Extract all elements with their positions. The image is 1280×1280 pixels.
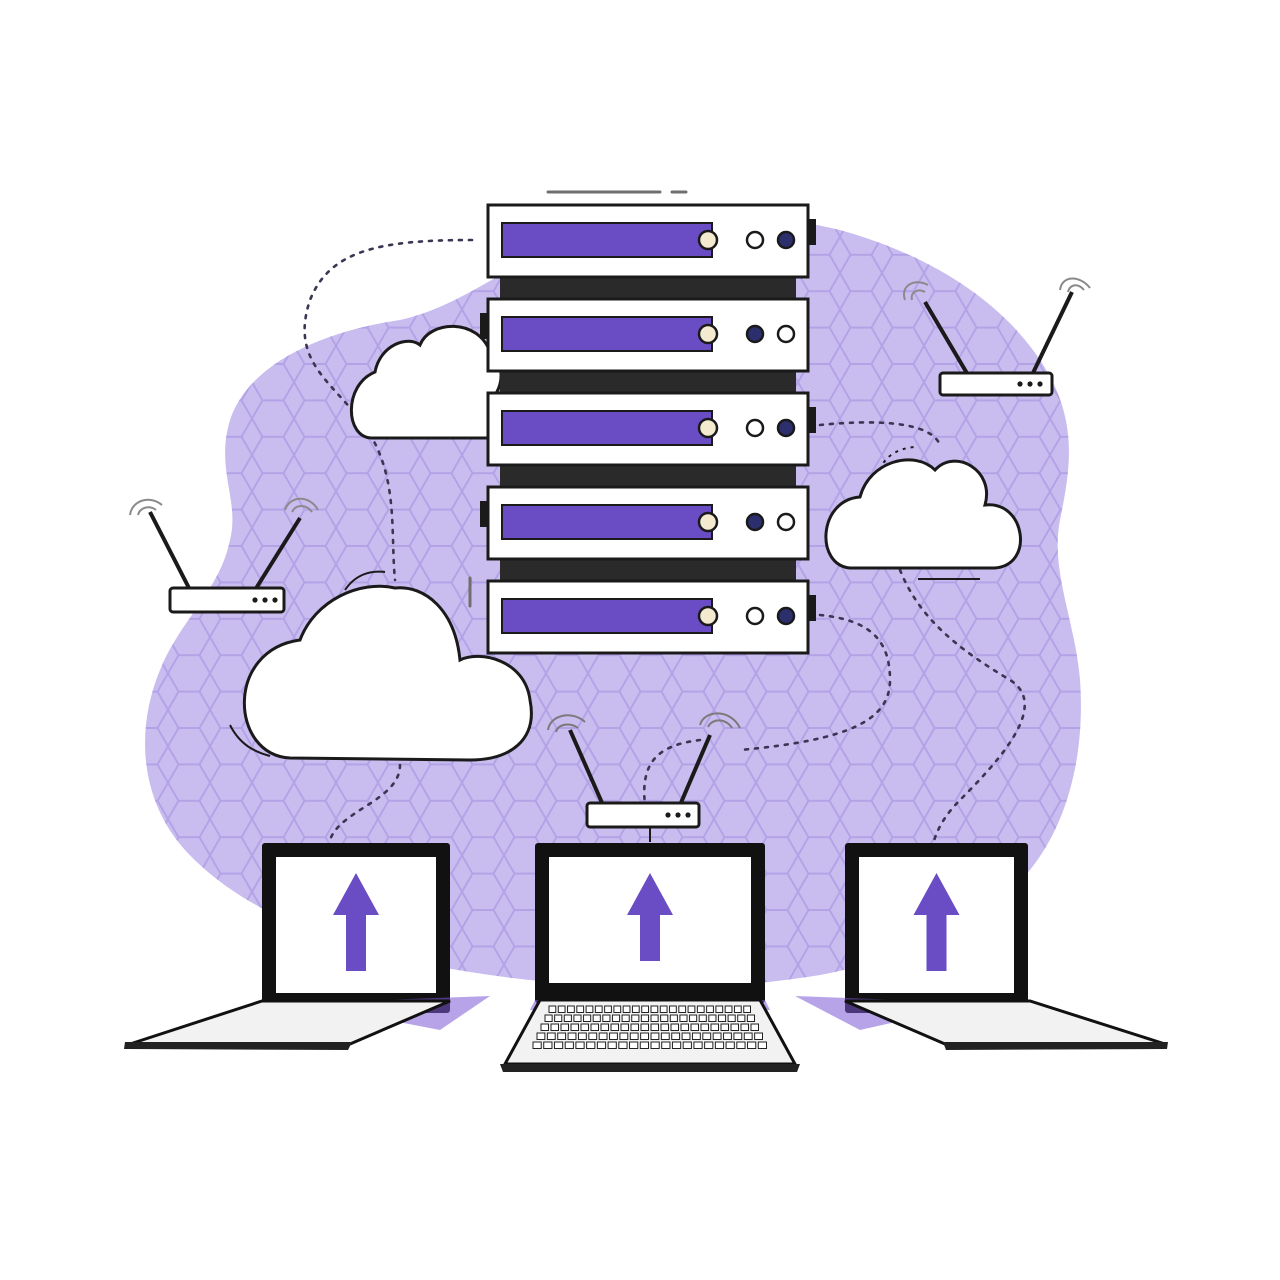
connection-lines: [303, 238, 1026, 902]
laptop-left: [124, 843, 490, 1050]
rack-top-dashes: [468, 190, 688, 608]
status-led: [745, 606, 765, 626]
wifi-signal-icon: [129, 497, 319, 516]
upload-arrow-icon: [333, 873, 379, 971]
status-led: [697, 323, 719, 345]
server-unit: [480, 485, 810, 561]
wifi-signal-icon: [903, 277, 1091, 301]
status-led: [776, 418, 796, 438]
drive-bay-panel: [501, 598, 713, 634]
drive-bay-panel: [501, 316, 713, 352]
status-led: [697, 605, 719, 627]
laptop-right: [795, 843, 1168, 1050]
router-left: [129, 497, 319, 614]
wifi-router-icon: [923, 291, 1074, 397]
status-led: [745, 324, 765, 344]
upload-arrow-icon: [913, 873, 960, 971]
router-top-right: [903, 277, 1091, 397]
connection-line: [328, 763, 402, 842]
status-led: [745, 418, 765, 438]
drive-bay-panel: [501, 504, 713, 540]
server-unit: [486, 391, 816, 467]
status-led: [697, 229, 719, 251]
wifi-signal-icon: [547, 712, 741, 733]
status-led: [745, 230, 765, 250]
laptop-base: [844, 999, 1166, 1046]
server-unit: [480, 297, 810, 373]
laptop-center: [500, 843, 800, 1072]
server-unit: [486, 579, 816, 655]
connection-line: [898, 568, 1026, 902]
laptop-base: [129, 999, 451, 1046]
laptops-group: [124, 843, 1168, 1072]
connection-line: [303, 238, 474, 582]
connection-line: [642, 738, 702, 807]
status-led: [776, 324, 796, 344]
status-led: [745, 512, 765, 532]
drive-bay-panel: [501, 410, 713, 446]
cloud-right: [824, 446, 1022, 580]
status-led: [697, 417, 719, 439]
status-led: [776, 230, 796, 250]
upload-arrow-icon: [627, 873, 673, 961]
router-center: [547, 712, 741, 842]
server-unit: [486, 203, 816, 279]
connection-line: [738, 613, 892, 752]
keyboard: [532, 1005, 767, 1049]
drive-bay-panel: [501, 222, 713, 258]
server-rack-icon: [480, 203, 816, 655]
cloud-large-left: [229, 570, 533, 762]
status-led: [776, 606, 796, 626]
wifi-router-icon: [148, 511, 302, 614]
status-led: [697, 511, 719, 533]
status-led: [776, 512, 796, 532]
wifi-router-icon: [568, 729, 712, 829]
